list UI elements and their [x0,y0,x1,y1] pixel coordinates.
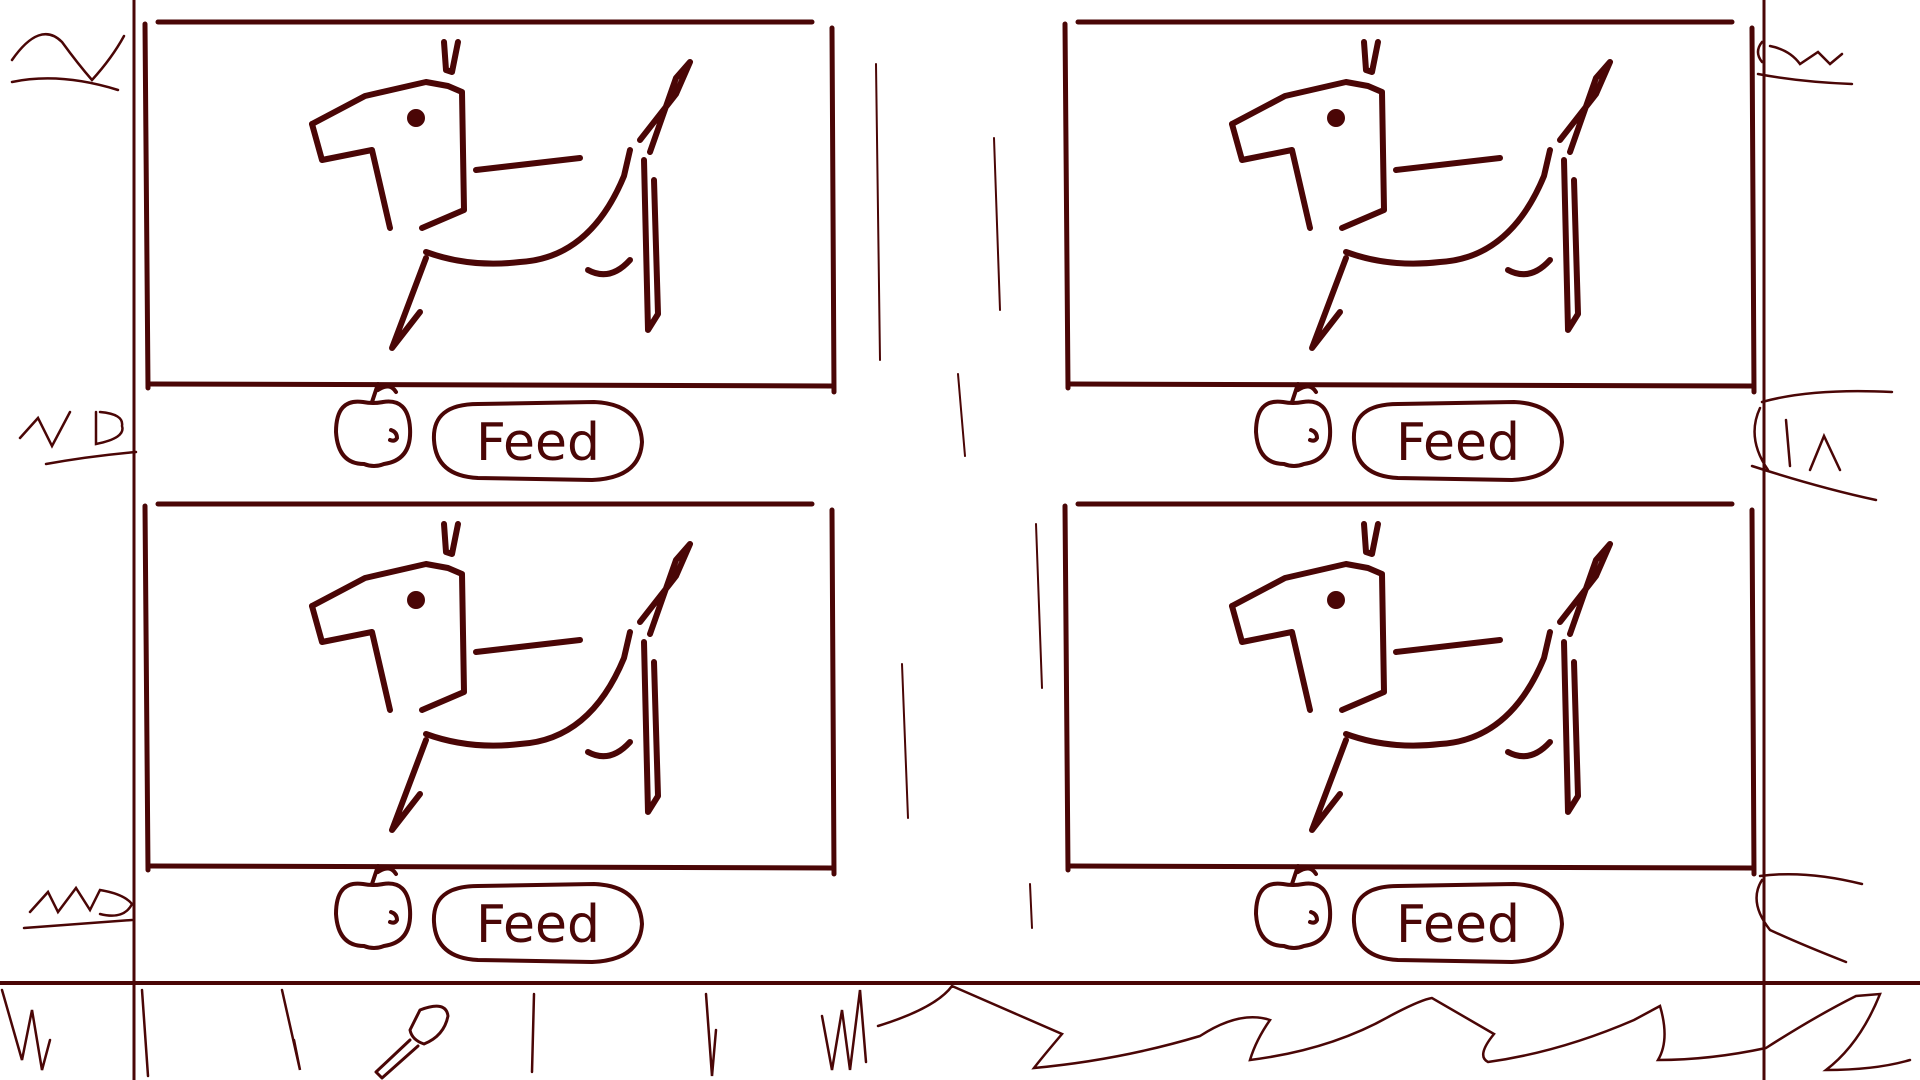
feed-button-label: Feed [1396,895,1520,955]
dog-image[interactable] [312,524,690,830]
trowel-icon[interactable] [374,1004,450,1080]
apple-icon[interactable] [1254,382,1333,468]
dog-image[interactable] [312,42,690,348]
image-frame [142,501,837,877]
apple-icon[interactable] [334,864,413,950]
bottom-toolbar-scribbles [0,984,1912,1078]
left-margin-scribbles [10,32,138,930]
card-4: Feed [1062,501,1757,965]
apple-icon[interactable] [334,382,413,468]
card-1: Feed [142,19,837,483]
feed-button-label: Feed [1396,413,1520,473]
feed-button[interactable]: Feed [431,399,645,483]
apple-icon[interactable] [1254,864,1333,950]
feed-button-label: Feed [476,413,600,473]
image-frame [142,19,837,395]
image-frame [1062,19,1757,395]
card-3: Feed [142,501,837,965]
image-frame [1062,501,1757,877]
dog-image[interactable] [1232,42,1610,348]
feed-button[interactable]: Feed [431,881,645,965]
right-margin-scribbles [1750,40,1894,964]
card-2: Feed [1062,19,1757,483]
feed-button[interactable]: Feed [1351,399,1565,483]
dog-image[interactable] [1232,524,1610,830]
feed-button[interactable]: Feed [1351,881,1565,965]
feed-button-label: Feed [476,895,600,955]
